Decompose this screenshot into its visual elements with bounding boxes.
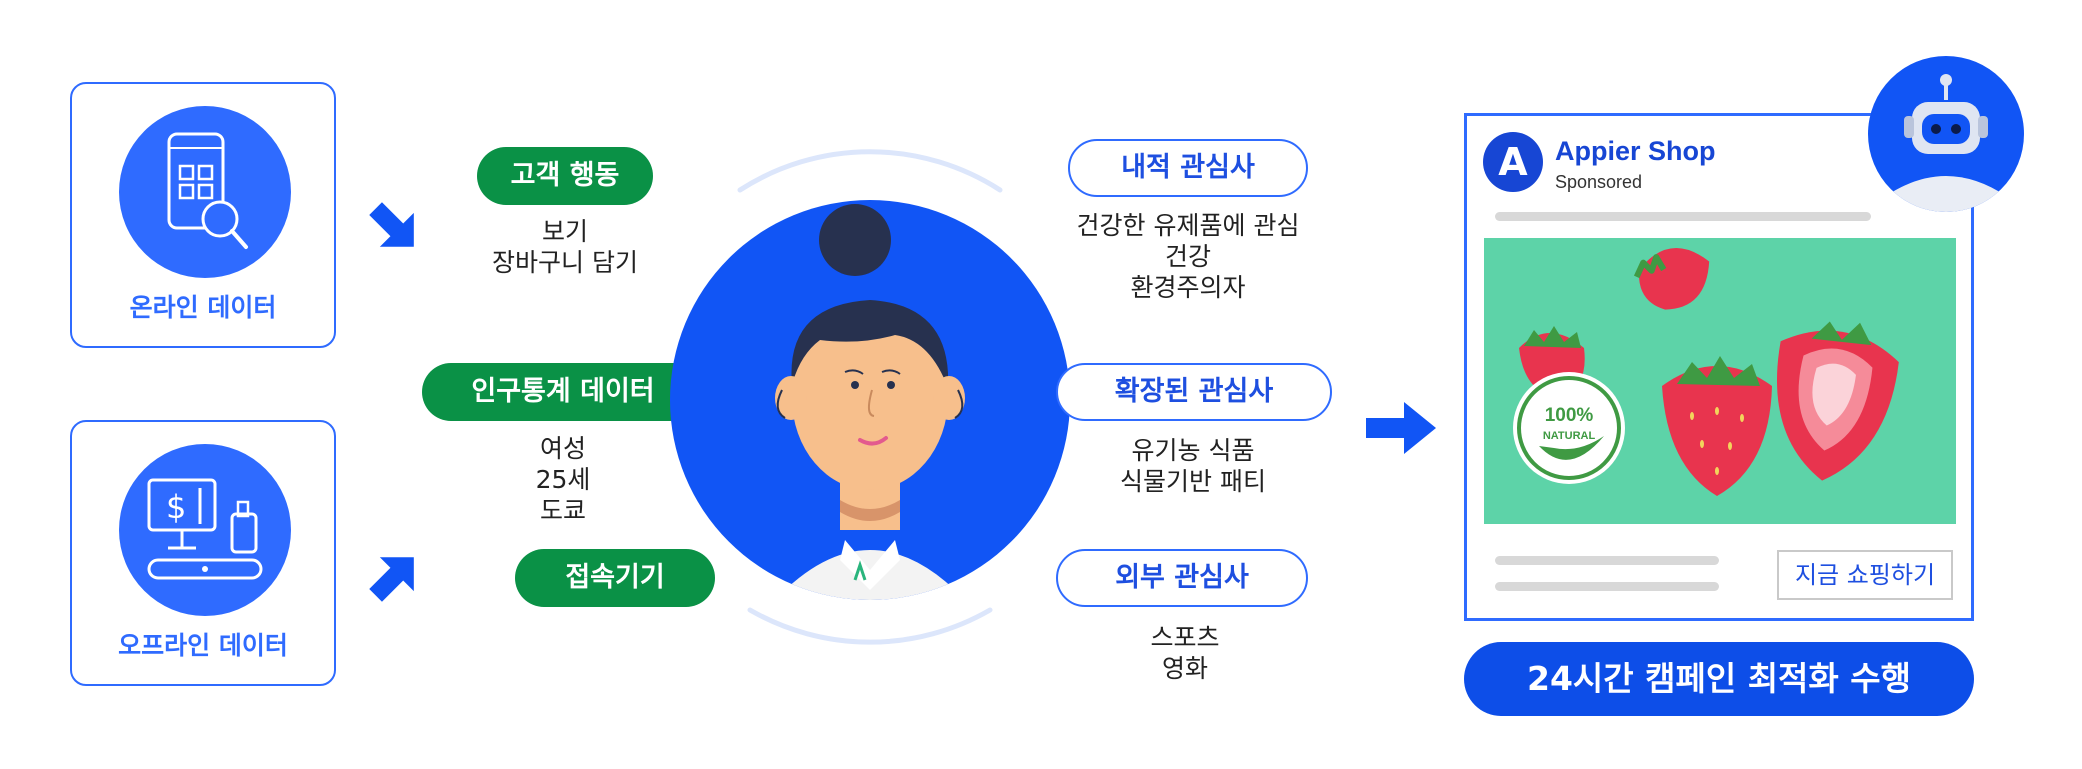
svg-text:NATURAL: NATURAL: [1543, 430, 1596, 442]
customer-behavior-list: 보기 장바구니 담기: [460, 216, 670, 278]
list-item: 건강: [1164, 242, 1211, 271]
offline-data-card: $ 오프라인 데이터: [70, 420, 336, 686]
arrow-icon: [1366, 402, 1436, 454]
ad-preview-card: A Appier Shop Sponsored: [1464, 113, 1974, 621]
pos-terminal-icon: $: [147, 478, 263, 580]
campaign-optimization-pill: 24시간 캠페인 최적화 수행: [1464, 642, 1974, 716]
online-data-card: 온라인 데이터: [70, 82, 336, 348]
list-item: 환경주의자: [1130, 273, 1246, 302]
intrinsic-interest-pill: 내적 관심사: [1068, 139, 1308, 197]
online-data-label: 온라인 데이터: [129, 293, 277, 322]
demographics-list: 여성 25세 도쿄: [513, 433, 613, 526]
list-item: 건강한 유제품에 관심: [1076, 211, 1300, 240]
customer-behavior-pill: 고객 행동: [477, 147, 653, 205]
list-item: 식물기반 패티: [1120, 467, 1266, 496]
hair-bun: [819, 204, 891, 276]
list-item: 장바구니 담기: [492, 248, 638, 277]
placeholder-line: [1495, 582, 1719, 591]
ad-product-image: 100% NATURAL: [1484, 238, 1956, 524]
natural-badge: 100% NATURAL: [1513, 372, 1625, 484]
shop-now-button[interactable]: 지금 쇼핑하기: [1777, 550, 1953, 600]
robot-avatar: [1868, 56, 2024, 212]
list-item: 여성: [539, 434, 586, 463]
brand-name: Appier Shop: [1555, 136, 1716, 166]
smartphone-search-icon: [167, 132, 248, 249]
arrow-icon: [369, 557, 414, 602]
placeholder-line: [1495, 212, 1871, 221]
brand-logo: A: [1483, 132, 1543, 192]
arrow-icon: [369, 202, 414, 247]
device-pill: 접속기기: [515, 549, 715, 607]
offline-data-label: 오프라인 데이터: [118, 631, 288, 660]
list-item: 25세: [535, 465, 591, 494]
placeholder-line: [1495, 556, 1719, 565]
robot-icon: [1886, 74, 2006, 212]
list-item: 도쿄: [539, 496, 586, 525]
sponsored-label: Sponsored: [1555, 172, 1643, 192]
external-interest-pill: 외부 관심사: [1056, 549, 1308, 607]
intrinsic-interest-list: 건강한 유제품에 관심 건강 환경주의자: [1048, 210, 1328, 303]
list-item: 영화: [1161, 654, 1208, 683]
strawberry-illustration: 100% NATURAL: [1513, 248, 1899, 496]
persona-illustration: [670, 149, 1070, 645]
expanded-interest-list: 유기농 식품 식물기반 패티: [1078, 435, 1308, 497]
expanded-interest-pill: 확장된 관심사: [1056, 363, 1332, 421]
list-item: 스포츠: [1150, 623, 1220, 652]
list-item: 보기: [541, 217, 588, 246]
external-interest-list: 스포츠 영화: [1130, 622, 1240, 684]
demographics-pill: 인구통계 데이터: [422, 363, 704, 421]
svg-text:100%: 100%: [1545, 405, 1594, 426]
list-item: 유기농 식품: [1131, 436, 1255, 465]
svg-text:$: $: [166, 488, 186, 526]
